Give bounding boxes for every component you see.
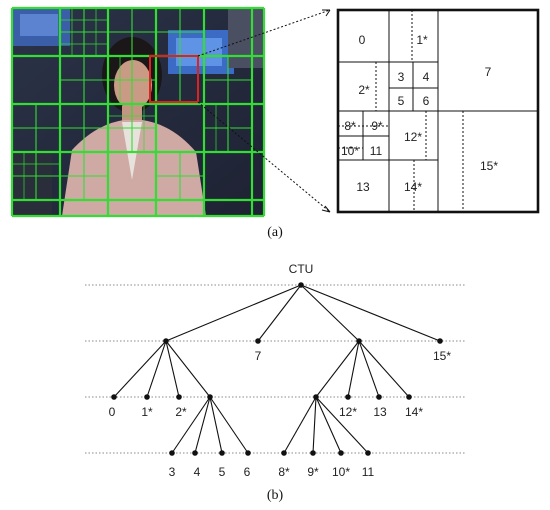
- tree-node: [281, 450, 287, 456]
- tree-node: [169, 450, 175, 456]
- tree-node: [345, 394, 351, 400]
- tree-root-label: CTU: [289, 262, 314, 276]
- block-label-15: 15*: [480, 159, 498, 173]
- tree-label-1: 1*: [141, 405, 153, 419]
- tree-node: [310, 450, 316, 456]
- block-label-9: 9*: [371, 119, 383, 133]
- block-label-0: 0: [359, 33, 366, 47]
- block-label-13: 13: [356, 180, 370, 194]
- tree-label-0: 0: [109, 405, 116, 419]
- tree-label-3: 3: [169, 465, 176, 479]
- tree-node: [111, 394, 117, 400]
- block-label-12: 12*: [404, 130, 422, 144]
- tree-label-12: 12*: [339, 405, 357, 419]
- tree-node: [338, 450, 344, 456]
- tree-label-15: 15*: [433, 349, 451, 363]
- tree-edges: [113, 284, 441, 454]
- tree-label-7: 7: [255, 349, 262, 363]
- tree-label-8: 8*: [278, 465, 290, 479]
- tree-node: [255, 338, 261, 344]
- tree-node-root: [298, 282, 304, 288]
- block-label-2: 2*: [358, 83, 370, 97]
- tree-label-2: 2*: [175, 405, 187, 419]
- tree-node: [376, 394, 382, 400]
- tree-node: [192, 450, 198, 456]
- block-label-6: 6: [423, 94, 430, 108]
- tree-label-5: 5: [219, 465, 226, 479]
- tree-node: [356, 338, 362, 344]
- tree-node: [437, 338, 443, 344]
- tree-label-4: 4: [194, 465, 201, 479]
- tree-node: [219, 450, 225, 456]
- block-labels: 0 1* 2* 3 4 5 6 7 8* 9* 10* 11 12* 13 14…: [341, 33, 498, 194]
- tree-node: [245, 450, 251, 456]
- tree-label-14: 14*: [405, 405, 423, 419]
- ctu-partition-box: [336, 8, 540, 214]
- caption-a: (a): [267, 225, 283, 240]
- tree-node: [163, 338, 169, 344]
- tree-node: [365, 450, 371, 456]
- block-label-5: 5: [398, 94, 405, 108]
- tree-node: [176, 394, 182, 400]
- caption-b: (b): [267, 488, 284, 503]
- partition-grid: [10, 6, 266, 218]
- tree-level-guides: [85, 284, 465, 454]
- video-frame-image: [12, 8, 264, 216]
- block-label-4: 4: [423, 70, 430, 84]
- block-label-14: 14*: [404, 180, 422, 194]
- tree-labels: CTU 7 15* 0 1* 2* 12* 13 14* 3 4 5 6 8* …: [109, 262, 452, 479]
- highlighted-ctu-box: [149, 55, 199, 103]
- block-label-11: 11: [370, 144, 383, 158]
- block-label-8: 8*: [344, 119, 356, 133]
- tree-node: [406, 394, 412, 400]
- block-label-1: 1*: [416, 33, 428, 47]
- tree-node: [207, 394, 213, 400]
- tree-label-9: 9*: [307, 465, 319, 479]
- tree-label-10: 10*: [332, 465, 350, 479]
- tree-node: [144, 394, 150, 400]
- block-label-10: 10*: [341, 144, 359, 158]
- tree-node: [313, 394, 319, 400]
- tree-label-13: 13: [373, 405, 387, 419]
- tree-label-11: 11: [362, 465, 375, 479]
- tree-label-6: 6: [244, 465, 251, 479]
- zoom-connector-lines: [197, 9, 331, 213]
- block-label-7: 7: [485, 65, 492, 79]
- tree-nodes: [111, 282, 443, 456]
- block-label-3: 3: [398, 70, 405, 84]
